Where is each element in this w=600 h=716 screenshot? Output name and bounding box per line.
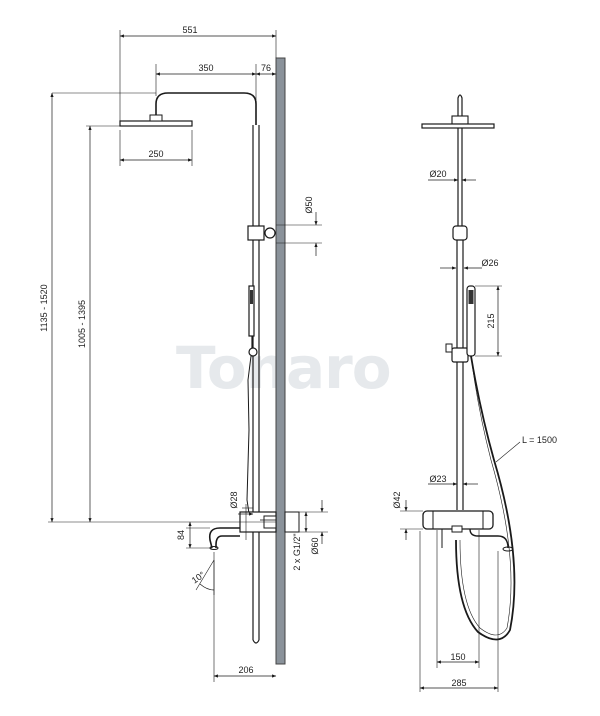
dim-body-diameter: Ø28	[229, 491, 239, 508]
front-rain-head	[421, 123, 495, 129]
dim-hose-length: L = 1500	[522, 435, 557, 445]
dim-connection-spacing: 150	[450, 652, 465, 662]
dim-mixer-width: 285	[451, 678, 466, 688]
dim-arm-length: 350	[198, 63, 213, 73]
dim-spout-angle: 10°	[190, 569, 207, 585]
dim-holder-diameter: Ø50	[304, 196, 314, 213]
dim-handshower-length: 215	[486, 313, 496, 328]
dim-height-total: 1135 - 1520	[39, 284, 49, 331]
side-view	[48, 30, 328, 682]
dim-spout-drop: 84	[176, 530, 186, 540]
rain-head	[119, 120, 193, 127]
dim-spout-reach: 206	[238, 665, 253, 675]
dim-wall-offset: 76	[261, 63, 271, 73]
dim-lower-pipe-diameter: Ø23	[429, 474, 446, 484]
dim-total-width: 551	[182, 25, 197, 35]
front-view	[400, 94, 521, 692]
dim-upper-pipe-diameter: Ø20	[429, 169, 446, 179]
dim-head-diameter: 250	[148, 149, 163, 159]
dim-height-head: 1005 - 1395	[77, 300, 87, 348]
wall	[275, 57, 286, 665]
dim-connection: 2 x G1/2"	[292, 533, 302, 570]
dim-cover-diameter: Ø60	[310, 537, 320, 554]
dim-slider-diameter: Ø26	[481, 258, 498, 268]
dim-mixer-height: Ø42	[392, 491, 402, 508]
